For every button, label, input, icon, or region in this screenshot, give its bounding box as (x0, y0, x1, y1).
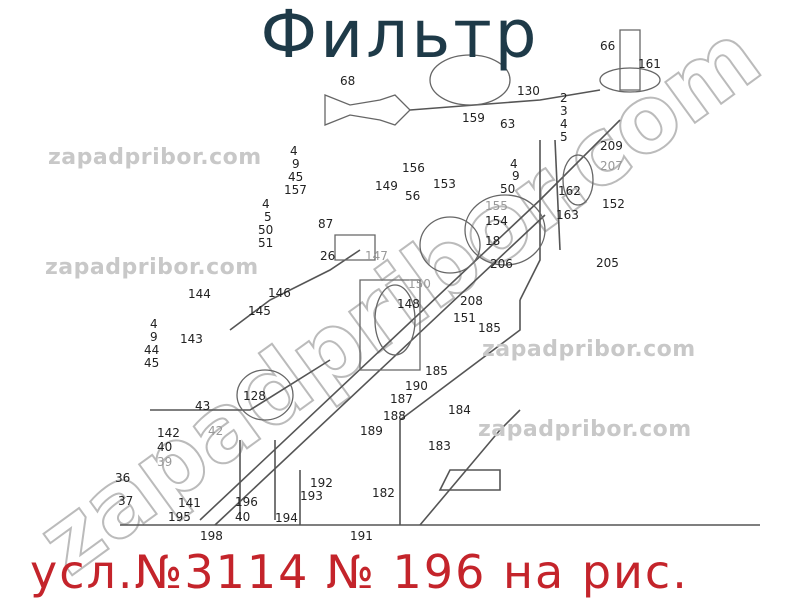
part-label: 9 (150, 330, 158, 344)
part-label: 37 (118, 494, 134, 508)
part-label: 163 (556, 208, 579, 222)
part-label: 190 (405, 379, 428, 393)
part-label: 18 (485, 234, 501, 248)
part-label: 208 (460, 294, 483, 308)
part-label: 161 (638, 57, 661, 71)
part-label: 147 (365, 249, 388, 263)
part-label: 146 (268, 286, 291, 300)
part-label: 150 (408, 277, 431, 291)
part-label: 207 (600, 159, 623, 173)
part-label: 5 (560, 130, 568, 144)
part-label: 198 (200, 529, 223, 543)
part-label: 153 (433, 177, 456, 191)
part-label: 191 (350, 529, 373, 543)
part-label: 143 (180, 332, 203, 346)
part-label: 4 (510, 157, 518, 171)
part-label: 193 (300, 489, 323, 503)
part-label: 45 (288, 170, 304, 184)
part-label: 9 (512, 169, 520, 183)
part-label: 128 (243, 389, 266, 403)
watermark-text: zapadpribor.com (48, 145, 262, 170)
part-label: 154 (485, 214, 508, 228)
part-label: 44 (144, 343, 160, 357)
part-label: 36 (115, 471, 131, 485)
part-label: 66 (600, 39, 616, 53)
part-label: 155 (485, 199, 508, 213)
part-label: 182 (372, 486, 395, 500)
part-label: 141 (178, 496, 201, 510)
part-label: 4 (560, 117, 568, 131)
part-label: 2 (560, 91, 568, 105)
watermark-text: zapadpribor.com (45, 255, 259, 280)
part-label: 162 (558, 184, 581, 198)
part-label: 5 (264, 210, 272, 224)
part-label: 209 (600, 139, 623, 153)
part-label: 187 (390, 392, 413, 406)
part-label: 39 (157, 455, 173, 469)
part-label: 130 (517, 84, 540, 98)
part-label: 144 (188, 287, 211, 301)
part-label: 51 (258, 236, 274, 250)
part-label: 156 (402, 161, 425, 175)
part-label: 195 (168, 510, 191, 524)
part-label: 9 (292, 157, 300, 171)
part-label: 4 (150, 317, 158, 331)
part-label: 4 (262, 197, 270, 211)
part-label: 206 (490, 257, 513, 271)
part-label: 45 (144, 356, 160, 370)
part-label: 87 (318, 217, 334, 231)
part-label: 4 (290, 144, 298, 158)
part-label: 148 (397, 297, 420, 311)
part-label: 26 (320, 249, 336, 263)
part-label: 63 (500, 117, 516, 131)
part-label: 40 (157, 440, 173, 454)
part-label: 159 (462, 111, 485, 125)
part-label: 42 (208, 424, 224, 438)
part-label: 196 (235, 495, 258, 509)
part-label: 56 (405, 189, 421, 203)
part-label: 3 (560, 104, 568, 118)
part-label: 151 (453, 311, 476, 325)
part-label: 68 (340, 74, 356, 88)
part-label: 189 (360, 424, 383, 438)
part-label: 184 (448, 403, 471, 417)
part-label: 183 (428, 439, 451, 453)
part-label: 43 (195, 399, 211, 413)
part-label: 152 (602, 197, 625, 211)
caption: усл.№3114 № 196 на рис. (30, 545, 689, 599)
watermark-text: zapadpribor.com (478, 417, 692, 442)
part-label: 185 (478, 321, 501, 335)
page-title: Фильтр (260, 0, 540, 73)
part-label: 40 (235, 510, 251, 524)
part-label: 205 (596, 256, 619, 270)
part-label: 188 (383, 409, 406, 423)
part-label: 194 (275, 511, 298, 525)
part-label: 142 (157, 426, 180, 440)
watermark-text: zapadpribor.com (482, 337, 696, 362)
part-label: 185 (425, 364, 448, 378)
part-label: 50 (500, 182, 516, 196)
part-label: 149 (375, 179, 398, 193)
part-label: 192 (310, 476, 333, 490)
part-label: 145 (248, 304, 271, 318)
part-label: 157 (284, 183, 307, 197)
part-label: 50 (258, 223, 274, 237)
